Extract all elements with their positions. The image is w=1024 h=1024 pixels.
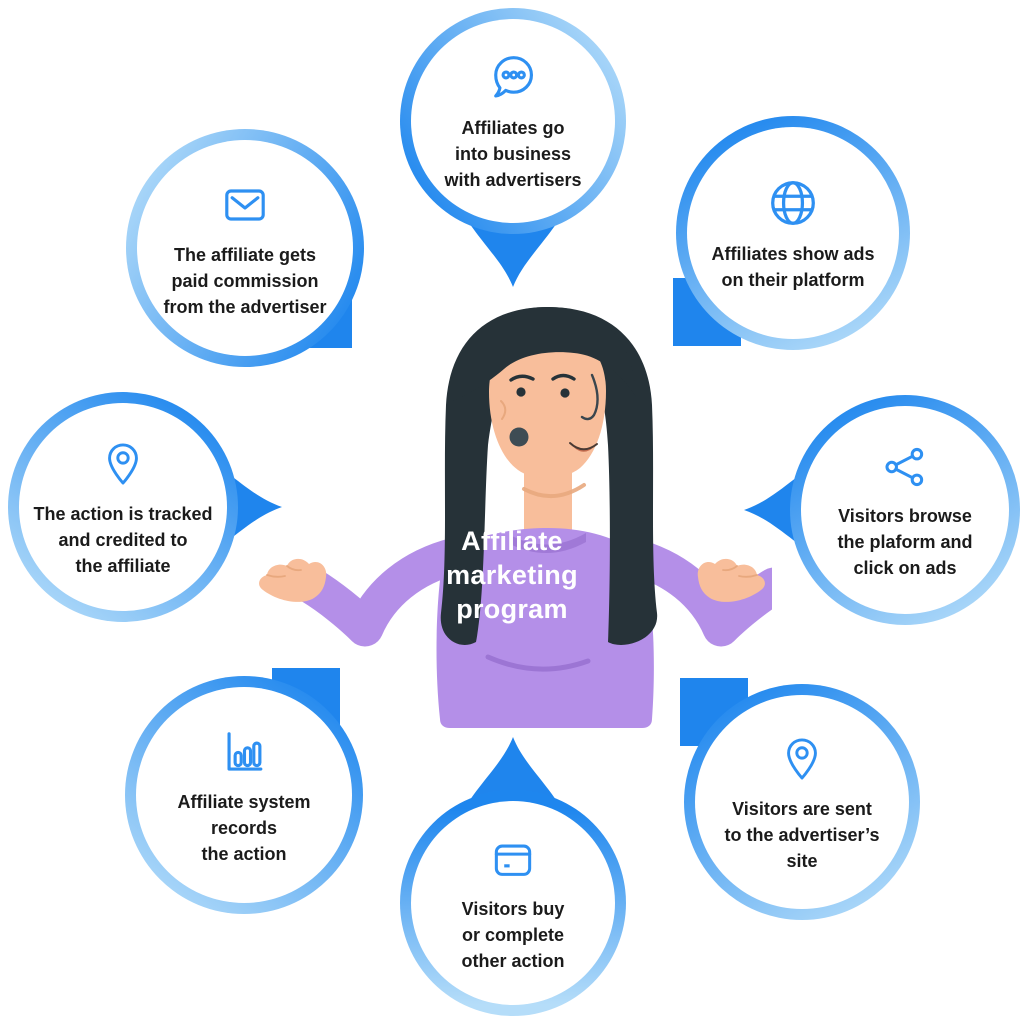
bubble-body: Affiliates go into business with adverti… [411,19,615,223]
left-eye [516,387,526,397]
bubble-label: The action is tracked and credited to th… [33,503,213,576]
hair-front [448,307,636,403]
bubble-label: The affiliate gets paid commission from … [163,244,327,317]
bubble-label: Affiliates show ads on their platform [711,243,875,290]
center-title: Affiliate marketing program [392,524,632,626]
bubble-ring: The action is tracked and credited to th… [8,392,238,622]
left-sleeve [293,537,474,647]
step-bubble-top: Affiliates go into business with adverti… [400,8,626,287]
chest-fold [485,654,591,672]
credit-card-icon [494,844,532,876]
woman-shrugging-illustration [259,307,772,728]
bubble-ring: Visitors are sent to the advertiser’s si… [684,684,920,920]
globe-icon [771,180,815,225]
bubble-body: The affiliate gets paid commission from … [137,140,353,356]
right-eye [560,388,570,398]
bubble-ring: Affiliates show ads on their platform [676,116,910,350]
bubble-ring: The affiliate gets paid commission from … [126,129,364,367]
left-hand-lines [266,565,302,578]
mouth [570,443,597,452]
bubble-body: Affiliates show ads on their platform [687,127,899,339]
bubble-ring: Visitors buy or complete other action [400,790,626,1016]
step-bubble-bottom-right: Visitors are sent to the advertiser’s si… [680,678,920,920]
bubble-body: Affiliate system records the action [136,687,352,903]
ear-line [500,400,507,420]
right-sleeve [612,537,772,647]
step-bubble-left: The action is tracked and credited to th… [8,392,282,622]
neckline-shadow [510,533,586,554]
bubble-label: Visitors buy or complete other action [461,898,565,971]
bubble-label: Affiliates go into business with adverti… [444,117,582,190]
bubble-ring: Visitors browse the plaform and click on… [790,395,1020,625]
right-hand [697,558,765,602]
bubble-body: Visitors buy or complete other action [411,801,615,1005]
chat-dots-icon [494,55,534,98]
mouth-line [569,442,598,451]
center-title-line: marketing [446,560,578,590]
right-hand-lines [722,565,758,578]
bubble-label: Visitors browse the plaform and click on… [837,505,973,578]
bubble-body: Visitors browse the plaform and click on… [801,406,1009,614]
center-title-line: program [456,594,568,624]
left-hand [259,558,327,602]
envelope-icon [225,188,265,221]
location-pin-icon [108,442,138,485]
bubble-label: Affiliate system records the action [177,791,311,864]
nose [580,373,599,421]
step-bubble-top-left: The affiliate gets paid commission from … [126,129,364,367]
bubble-ring: Affiliate system records the action [125,676,363,914]
bubble-body: The action is tracked and credited to th… [19,403,227,611]
step-bubble-bottom-left: Affiliate system records the action [125,668,363,914]
sweater-torso [436,528,654,728]
step-bubble-top-right: Affiliates show ads on their platform [673,116,910,350]
step-bubble-right: Visitors browse the plaform and click on… [744,395,1020,625]
bubble-ring: Affiliates go into business with adverti… [400,8,626,234]
chin-shadow [522,483,586,499]
bubble-body: Visitors are sent to the advertiser’s si… [695,695,909,909]
share-nodes-icon [885,447,924,486]
center-title-line: Affiliate [461,526,563,556]
location-pin-icon [787,737,817,780]
right-eyebrow [551,373,576,381]
left-eyebrow [509,374,535,382]
earring [509,427,529,447]
step-bubble-bottom: Visitors buy or complete other action [400,737,626,1016]
bubble-label: Visitors are sent to the advertiser’s si… [724,798,880,871]
bar-chart-icon [227,731,263,771]
